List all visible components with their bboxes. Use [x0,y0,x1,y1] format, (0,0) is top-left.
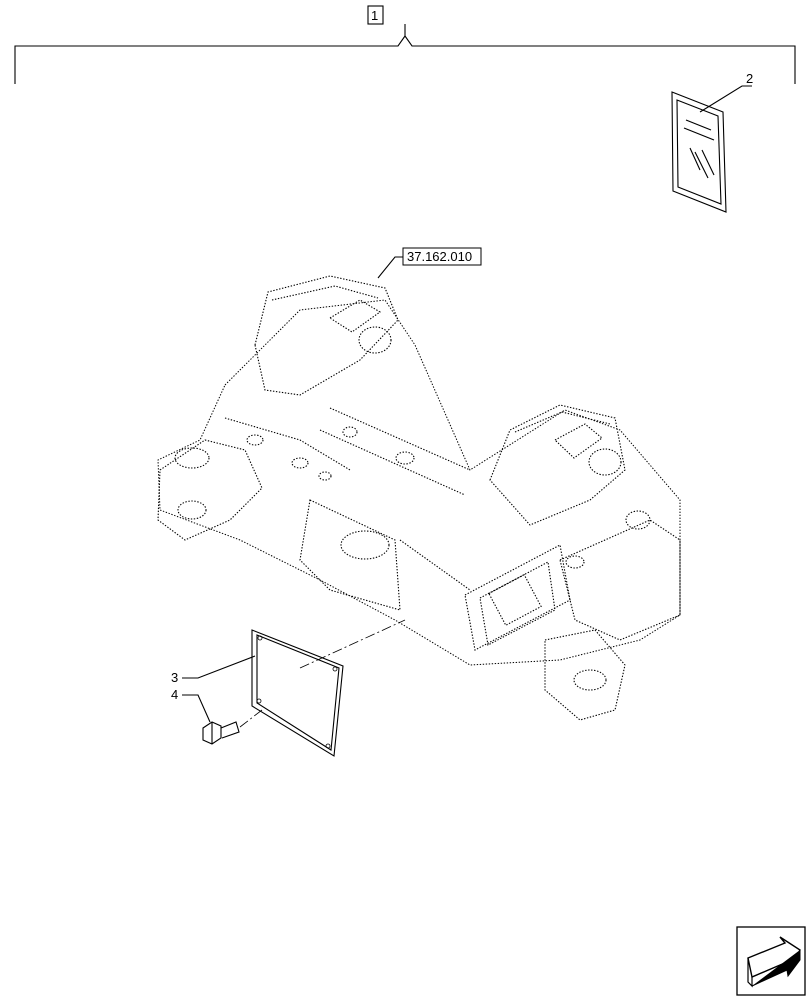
bolt[interactable] [202,721,240,745]
callout-1-label: 1 [371,8,378,23]
callout-3-label: 3 [171,670,178,685]
assembly-bracket [14,24,796,84]
centerline-plate [299,619,406,669]
reference-label: 37.162.010 [407,249,472,264]
callout-1[interactable]: 1 [367,5,384,25]
cover-plate[interactable] [251,629,344,757]
next-page-arrow-icon[interactable] [736,926,806,996]
centerline-bolt [239,709,263,728]
axle-housing-phantom [157,275,681,721]
callout-2[interactable]: 2 [699,71,753,113]
manual-sheet [671,91,727,213]
callout-4[interactable]: 4 [171,687,211,723]
callout-2-label: 2 [746,71,753,86]
callout-4-label: 4 [171,687,178,702]
callout-3[interactable]: 3 [171,655,256,685]
reference-link[interactable]: 37.162.010 [377,247,482,279]
